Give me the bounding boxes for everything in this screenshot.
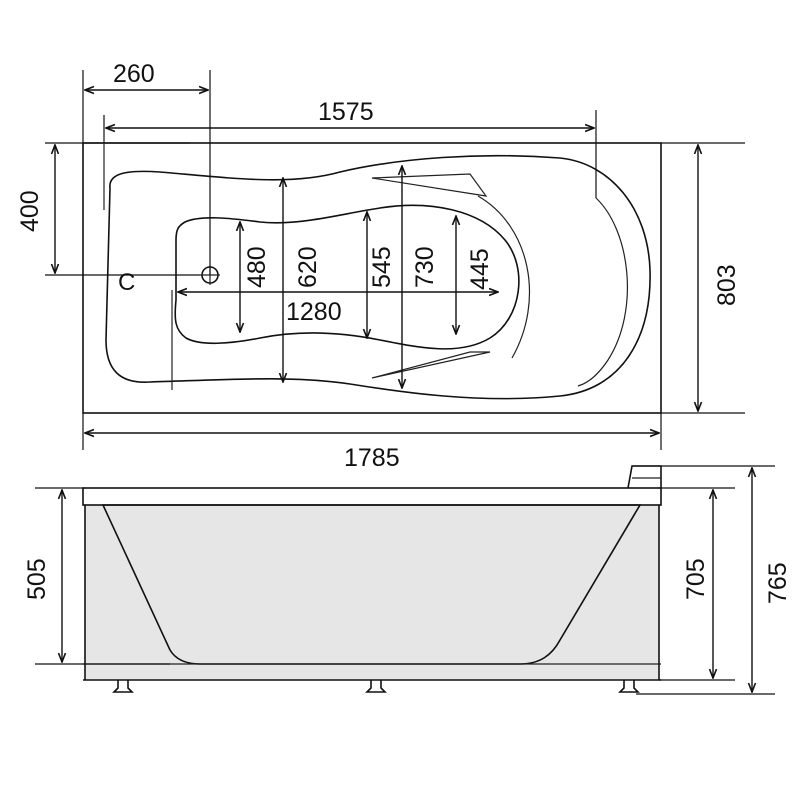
top-view: C 260 1575 400 80 xyxy=(16,60,745,472)
side-view: 505 705 765 xyxy=(23,465,792,695)
handle-groove-bottom xyxy=(371,351,491,379)
inner-rim-right xyxy=(577,197,629,387)
inner-basin-floor xyxy=(174,204,520,350)
dimension-445: 445 xyxy=(456,216,494,334)
dimension-400: 400 xyxy=(16,142,200,276)
dim-400-label: 400 xyxy=(16,190,44,232)
dim-480-label: 480 xyxy=(243,246,271,288)
dim-620-label: 620 xyxy=(294,246,322,288)
dim-505-label: 505 xyxy=(23,558,51,600)
dim-730-label: 730 xyxy=(411,246,439,288)
dimension-505: 505 xyxy=(23,487,170,665)
tub-rim-side xyxy=(82,487,662,506)
headrest-raise xyxy=(627,465,662,489)
dim-765-label: 765 xyxy=(764,562,792,604)
dim-803-label: 803 xyxy=(713,264,741,306)
tub-outline-top xyxy=(82,142,662,414)
inner-rim-right-2 xyxy=(477,195,531,359)
dim-1575-label: 1575 xyxy=(318,98,374,126)
dim-445-label: 445 xyxy=(466,248,494,290)
dim-705-label: 705 xyxy=(682,558,710,600)
dimension-1280: 1280 xyxy=(178,292,498,326)
dimension-803: 803 xyxy=(661,142,745,414)
dimension-545: 545 xyxy=(367,212,396,338)
dimension-620: 620 xyxy=(283,178,322,382)
dimension-765: 765 xyxy=(632,465,792,695)
dim-1280-label: 1280 xyxy=(286,298,342,326)
dim-260-label: 260 xyxy=(113,60,155,88)
dimension-730: 730 xyxy=(402,166,439,388)
dimension-705: 705 xyxy=(659,487,735,681)
dimension-260: 260 xyxy=(82,60,211,275)
outer-basin-contour xyxy=(105,154,651,400)
front-apron-panel xyxy=(85,505,659,680)
dim-1785-label: 1785 xyxy=(344,444,400,472)
handle-groove-top xyxy=(371,173,488,197)
dim-545-label: 545 xyxy=(368,246,396,288)
support-feet xyxy=(112,680,640,693)
drain-mark-label: C xyxy=(118,269,135,296)
dimension-480: 480 xyxy=(240,222,271,332)
dimension-1575: 1575 xyxy=(103,98,597,198)
dimension-1785: 1785 xyxy=(82,413,662,472)
